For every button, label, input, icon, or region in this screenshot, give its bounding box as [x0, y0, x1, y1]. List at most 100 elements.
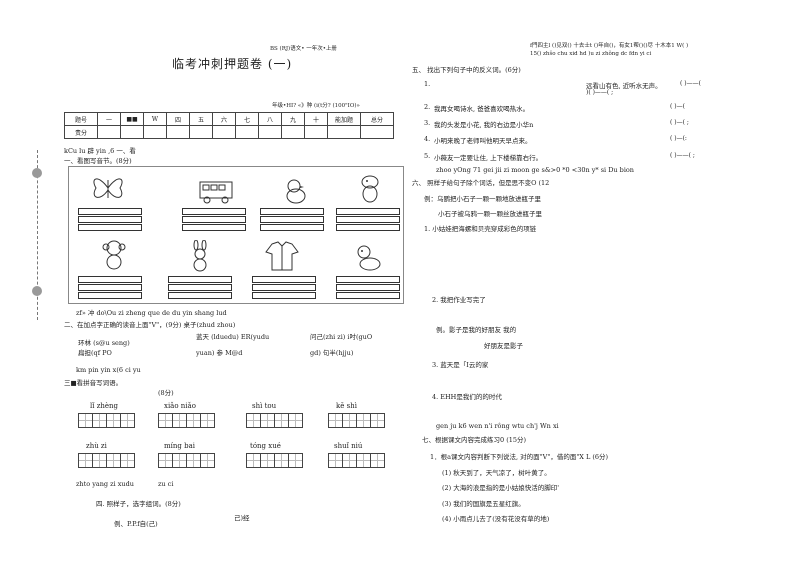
tianzige-grid[interactable]	[246, 453, 303, 468]
dinosaur-icon	[361, 175, 379, 203]
q5-blank[interactable]: ( )——( ;	[670, 152, 695, 159]
tianzige-grid[interactable]	[78, 413, 135, 428]
q6-pinyin: zhoo yOng 71 gei jii zi moon ge s&>0 *0 …	[436, 166, 634, 174]
tianzige-grid[interactable]	[328, 413, 385, 428]
q2-item[interactable]: 扁担(qf PO	[78, 349, 112, 357]
answer-lines[interactable]	[252, 276, 316, 299]
score-header-cell: ■■	[120, 112, 144, 126]
right-header-2: 15() zhšo chu xid hd )u zi zhǒng dc fdn …	[530, 51, 652, 57]
q4-title: 四. 照样子，选字组词。(8分)	[96, 500, 181, 508]
q5-sentence: 远看山有色, 近听水无声。	[586, 82, 662, 90]
q6-item: 3. 蓝天是「I云的家	[432, 361, 489, 369]
q5-blank[interactable]: ( )—( ;	[670, 119, 689, 126]
answer-lines[interactable]	[168, 276, 232, 299]
q7-item[interactable]: (1) 秋天到了，天气凉了，树叶黄了。	[442, 469, 551, 477]
score-row-label: 责分	[64, 125, 98, 139]
q5-blank[interactable]: )( )——( ;	[586, 89, 614, 96]
score-header-cell: 七	[235, 112, 259, 126]
score-header-cell: W	[143, 112, 167, 126]
pinyin-label: míng bai	[164, 442, 195, 450]
tianzige-grid[interactable]	[158, 413, 215, 428]
q5-num: 1.	[424, 80, 431, 88]
score-header-cell: 八	[258, 112, 282, 126]
q4-pinyin: zhto yang zi xudu	[76, 480, 134, 488]
pinyin-label: shuǐ niú	[334, 442, 363, 450]
bus-icon	[199, 181, 233, 204]
q5-sentence: 小薇友一定要让住, 上下楼梯靠右行。	[434, 154, 543, 162]
score-cell[interactable]	[360, 125, 394, 139]
score-cell[interactable]	[166, 125, 190, 139]
score-cell[interactable]	[120, 125, 144, 139]
q5-num: 5.	[424, 152, 431, 160]
tianzige-grid[interactable]	[246, 413, 303, 428]
score-header-cell: 总分	[360, 112, 394, 126]
q6-example: 小石子被乌鸦一颗一颗丝放进瓶子里	[438, 210, 542, 218]
score-header-cell: 能加题	[327, 112, 361, 126]
binding-mark	[32, 286, 42, 296]
score-cell[interactable]	[212, 125, 236, 139]
answer-lines[interactable]	[336, 208, 400, 231]
dog-icon	[357, 245, 381, 271]
score-header-cell: 五	[189, 112, 213, 126]
q5-num: 2.	[424, 103, 431, 111]
butterfly-icon	[93, 178, 123, 198]
tianzige-grid[interactable]	[158, 453, 215, 468]
q7-sub: 1．根a课文内容判断下列说法, 对的面"V"，借的面"X L (6分)	[430, 453, 609, 461]
exam-meta: 年级•HI? «》种 (i(t分? (100"IO)»	[272, 103, 360, 109]
q2-item[interactable]: 环林 (s@u seng)	[78, 339, 130, 347]
score-cell[interactable]	[258, 125, 282, 139]
score-cell[interactable]	[143, 125, 167, 139]
q6-item: 2. 我把作业写完了	[432, 296, 486, 304]
score-cell[interactable]	[235, 125, 259, 139]
answer-lines[interactable]	[182, 208, 246, 231]
q7-item[interactable]: (3) 我们的国旗是五星红旗。	[442, 500, 525, 508]
answer-lines[interactable]	[78, 276, 142, 299]
q7-item[interactable]: (2) 大海的浪是指的是小姑娘快活的脚印'	[442, 484, 560, 492]
pinyin-label: zhù zi	[86, 442, 107, 450]
right-header-1: f門四主l ()见双() 十去士t ()年自()，有女1帮()()尽 十木本1 …	[530, 43, 689, 49]
score-cell[interactable]	[327, 125, 361, 139]
q7-item[interactable]: (4) 小雨点儿去了(没有花没有草的地)	[442, 515, 550, 523]
q6-example: 例：乌鹦把小石子一颗一颗地放进瓶子里	[424, 195, 541, 203]
pinyin-label: kě shì	[336, 402, 357, 410]
q2-item[interactable]: gd) 句半(hjju)	[310, 349, 354, 357]
score-cell[interactable]	[97, 125, 121, 139]
q3-points: (8分)	[158, 389, 174, 397]
q2-item[interactable]: 问己(zhi zi) i吋(guO	[310, 333, 373, 341]
score-header-cell: 四	[166, 112, 190, 126]
score-cell[interactable]	[304, 125, 328, 139]
answer-lines[interactable]	[78, 208, 142, 231]
monkey-icon	[102, 240, 126, 270]
shirt-icon	[265, 241, 299, 271]
tianzige-grid[interactable]	[328, 453, 385, 468]
page-title: 临考冲刺押题卷 (一)	[172, 57, 293, 71]
chick-icon	[286, 179, 306, 204]
q5-blank[interactable]: ( )—(:	[670, 135, 687, 142]
q5-blank[interactable]: ( )——(	[680, 80, 701, 87]
q7-title: 七、根据课文内容完成练习0 (15分)	[422, 436, 527, 444]
left-header: BS (RJ)语文• 一年次•上册	[270, 46, 337, 52]
answer-lines[interactable]	[260, 208, 324, 231]
q1-picture-panel	[68, 166, 404, 304]
pinyin-label: tóng xué	[250, 442, 281, 450]
score-cell[interactable]	[189, 125, 213, 139]
binding-line	[37, 150, 38, 320]
q5-title: 五、 找出下列句子中的反义词。(6分)	[412, 66, 521, 74]
q5-sentence: 我的头发是小花, 我的右边是小华n	[434, 121, 534, 129]
answer-lines[interactable]	[336, 276, 400, 299]
q1-pinyin: kCu lu 辟 yin ,6 一、看	[64, 147, 136, 155]
q2-item[interactable]: yuan) 参 M@d	[196, 349, 243, 357]
tianzige-grid[interactable]	[78, 453, 135, 468]
q5-num: 3.	[424, 119, 431, 127]
q6-item: 例。影子是我的好朋友 我的	[436, 326, 517, 334]
pinyin-label: shì tou	[252, 402, 277, 410]
q2-item[interactable]: 蓝天 (lduedu) ER(yudu	[196, 333, 270, 341]
rabbit-icon	[193, 240, 207, 272]
q4-mid: zu ci	[158, 480, 174, 488]
q3-title: 三■看拼音写词语。	[64, 379, 123, 387]
q5-num: 4.	[424, 135, 431, 143]
score-header-cell: 一	[97, 112, 121, 126]
q7-pinyin: gen ju k6 wen n'i rông wtu ch'j Wn xi	[436, 422, 559, 430]
q5-blank[interactable]: ( )—(	[670, 103, 685, 110]
score-cell[interactable]	[281, 125, 305, 139]
